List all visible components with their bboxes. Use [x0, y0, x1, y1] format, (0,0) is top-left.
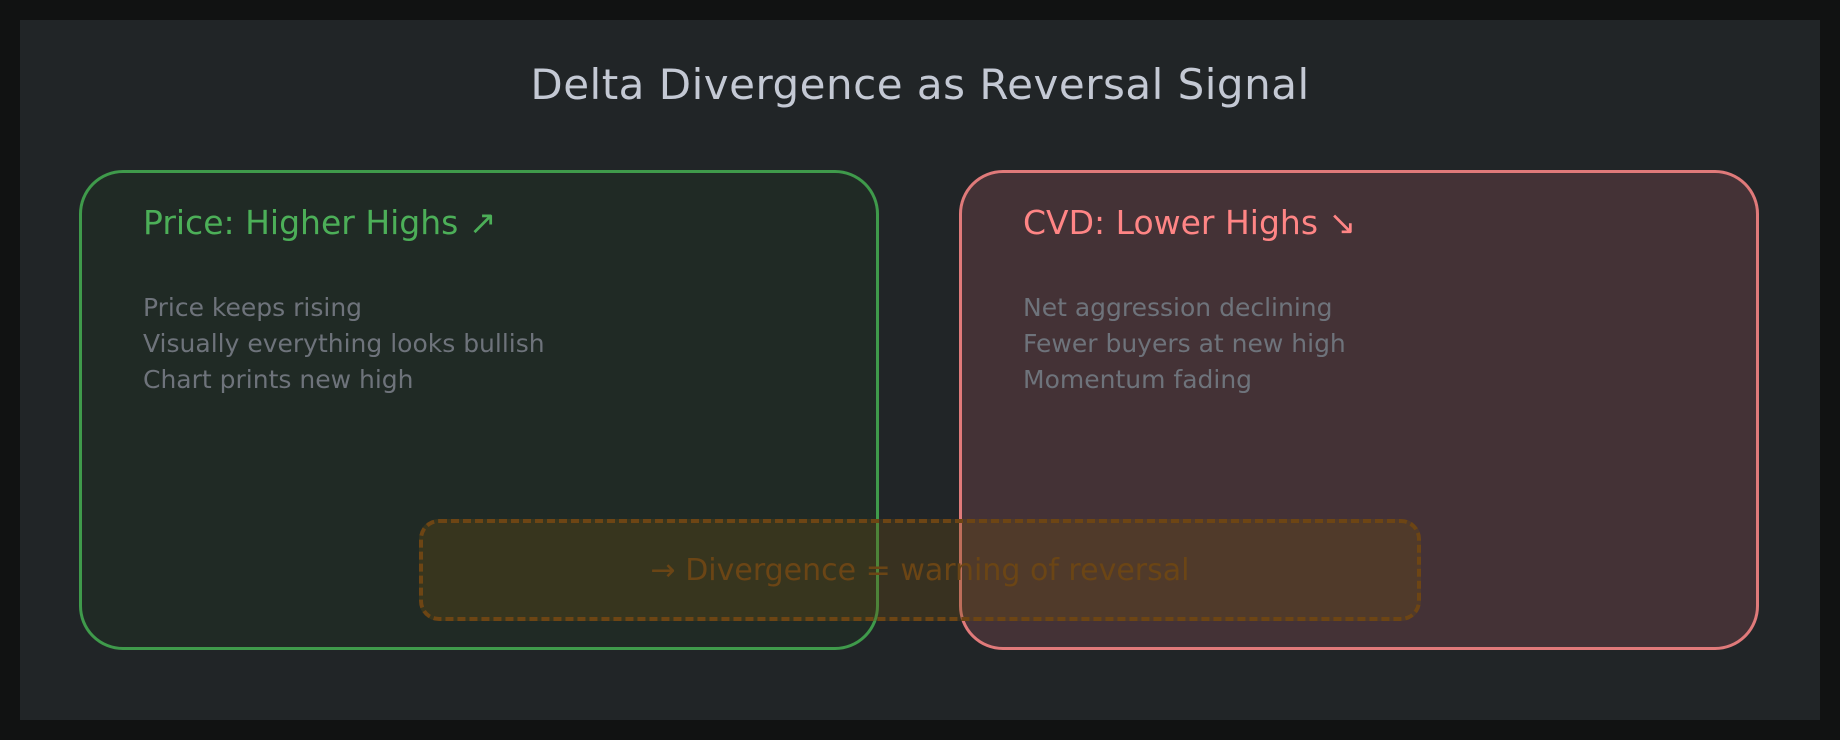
price-panel: Price: Higher Highs ↗ Price keeps rising… [79, 170, 879, 650]
price-panel-line: Visually everything looks bullish [143, 329, 545, 358]
divergence-callout-text: → Divergence = warning of reversal [650, 552, 1190, 588]
cvd-panel-line: Momentum fading [1023, 365, 1253, 394]
cvd-panel-line: Net aggression declining [1023, 293, 1333, 322]
cvd-panel-heading: CVD: Lower Highs ↘ [1023, 203, 1357, 242]
diagram-title: Delta Divergence as Reversal Signal [530, 60, 1310, 109]
cvd-panel-lines: Net aggression declining Fewer buyers at… [1023, 290, 1346, 398]
price-panel-line: Chart prints new high [143, 365, 414, 394]
price-panel-heading: Price: Higher Highs ↗ [143, 203, 497, 242]
price-panel-line: Price keeps rising [143, 293, 363, 322]
price-panel-lines: Price keeps rising Visually everything l… [143, 290, 545, 398]
divergence-callout: → Divergence = warning of reversal [419, 519, 1421, 621]
cvd-panel: CVD: Lower Highs ↘ Net aggression declin… [959, 170, 1759, 650]
cvd-panel-line: Fewer buyers at new high [1023, 329, 1346, 358]
